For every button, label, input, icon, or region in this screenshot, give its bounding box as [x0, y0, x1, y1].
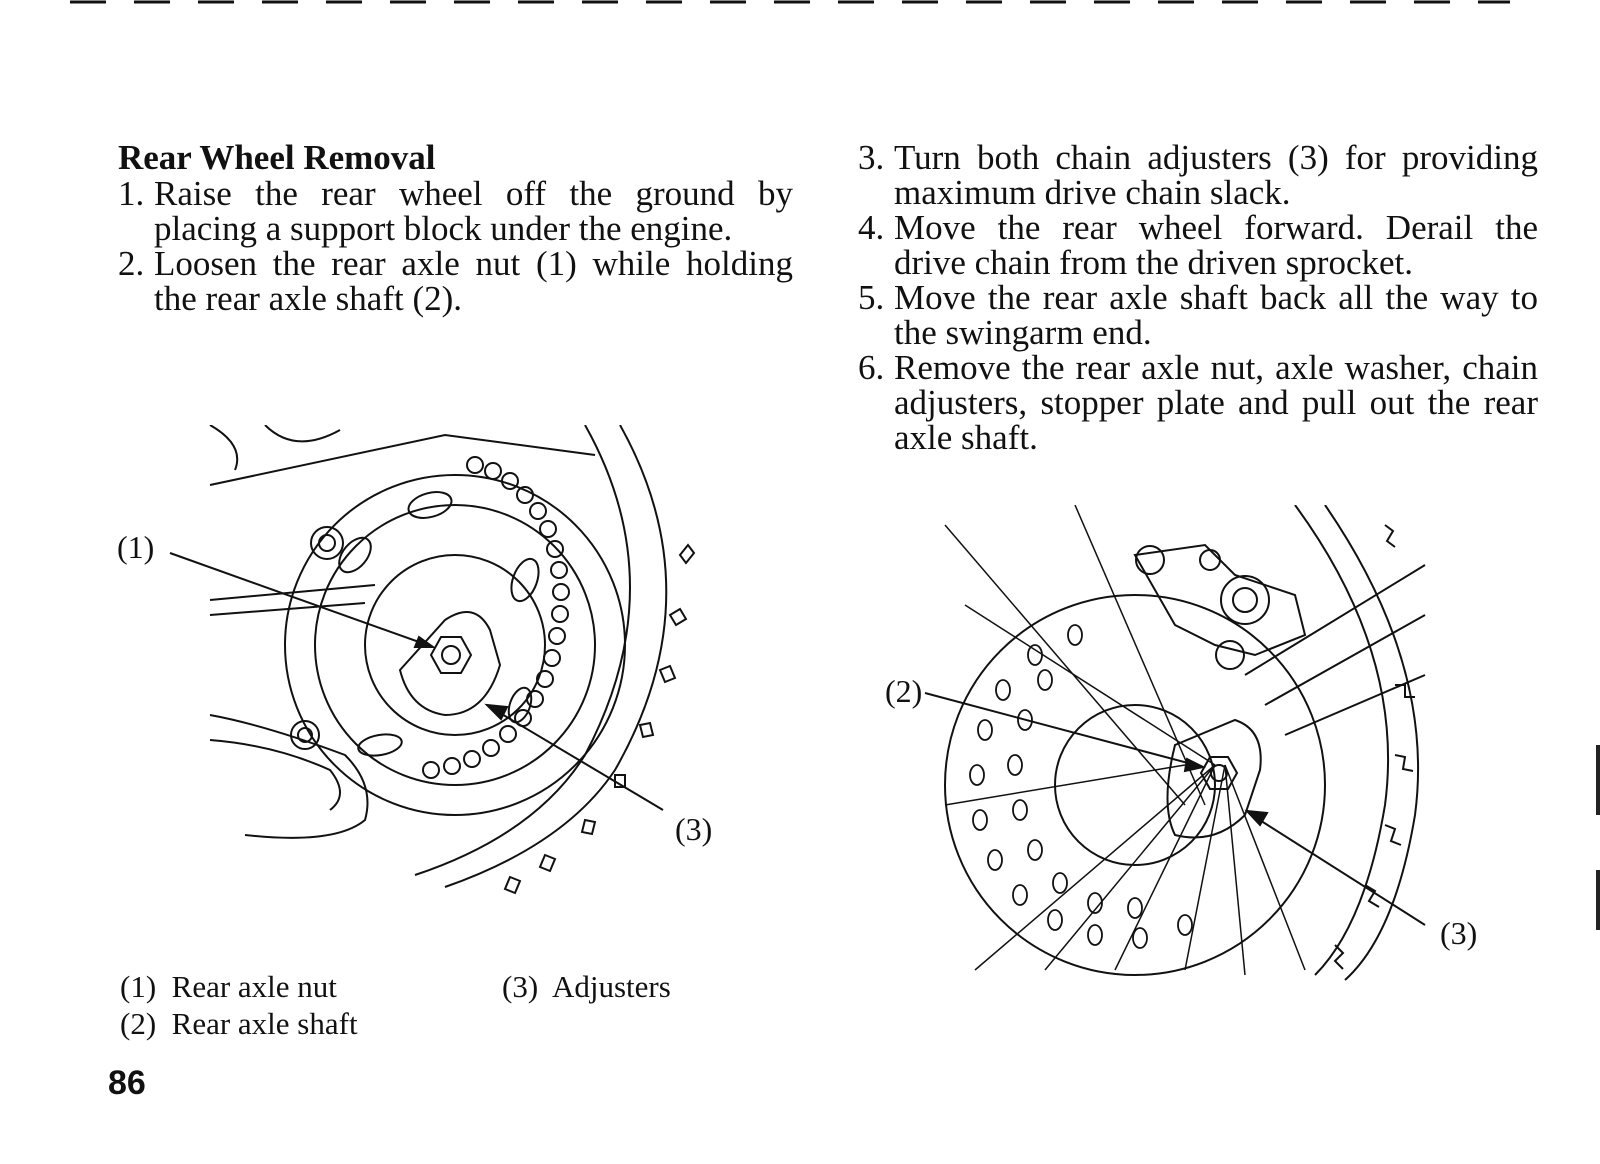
- step-item: 2. Loosen the rear axle nut (1) while ho…: [118, 246, 793, 316]
- step-item: 6. Remove the rear axle nut, axle washer…: [858, 350, 1538, 455]
- caption-row: (1) Rear axle nut (3) Adjusters: [120, 968, 740, 1005]
- step-number: 6.: [858, 348, 885, 387]
- brake-side-drawing: [924, 504, 1426, 981]
- section-heading: Rear Wheel Removal: [118, 138, 436, 177]
- step-item: 5. Move the rear axle shaft back all the…: [858, 280, 1538, 350]
- figure-caption: (1) Rear axle nut (3) Adjusters (2) Rear…: [120, 968, 740, 1042]
- caption-number: (1): [120, 969, 157, 1004]
- edge-mark: [1596, 870, 1600, 930]
- caption-item: (1) Rear axle nut: [120, 968, 337, 1005]
- caption-number: (3): [502, 969, 539, 1004]
- caption-item: (2) Rear axle shaft: [120, 1005, 358, 1042]
- step-number: 4.: [858, 208, 885, 247]
- step-text: Move the rear axle shaft back all the wa…: [894, 278, 1538, 352]
- steps-list-right: 3. Turn both chain adjusters (3) for pro…: [858, 140, 1538, 455]
- rear-axle-illustration: (1) (3): [115, 424, 735, 895]
- right-column: 3. Turn both chain adjusters (3) for pro…: [858, 140, 1538, 455]
- left-column: Rear Wheel Removal 1. Raise the rear whe…: [118, 138, 793, 317]
- step-item: 1. Raise the rear wheel off the ground b…: [118, 176, 793, 246]
- caption-row: (2) Rear axle shaft: [120, 1005, 740, 1042]
- step-text: Move the rear wheel forward. Derail the …: [894, 208, 1538, 282]
- step-text: Turn both chain adjusters (3) for provid…: [894, 138, 1538, 212]
- caption-item: (3) Adjusters: [502, 968, 671, 1005]
- callout-3-label: (3): [1440, 915, 1478, 951]
- step-text: Remove the rear axle nut, axle washer, c…: [894, 348, 1538, 457]
- step-text: Loosen the rear axle nut (1) while holdi…: [154, 244, 793, 318]
- top-border-rule: [70, 0, 1510, 4]
- caption-label: Rear axle shaft: [171, 1006, 358, 1041]
- step-number: 1.: [118, 174, 145, 213]
- step-number: 5.: [858, 278, 885, 317]
- step-text: Raise the rear wheel off the ground by p…: [154, 174, 793, 248]
- step-item: 4. Move the rear wheel forward. Derail t…: [858, 210, 1538, 280]
- step-item: 3. Turn both chain adjusters (3) for pro…: [858, 140, 1538, 210]
- caption-label: Adjusters: [551, 969, 671, 1004]
- steps-list-left: 1. Raise the rear wheel off the ground b…: [118, 176, 793, 316]
- step-number: 3.: [858, 138, 885, 177]
- rear-axle-drawing: [169, 424, 696, 895]
- brake-side-illustration: (2) (3): [885, 504, 1560, 985]
- page-number: 86: [108, 1064, 146, 1102]
- callout-1-label: (1): [117, 529, 155, 565]
- edge-mark: [1596, 745, 1600, 815]
- caption-label: Rear axle nut: [171, 969, 337, 1004]
- step-number: 2.: [118, 244, 145, 283]
- callout-3-label: (3): [675, 811, 713, 847]
- callout-2-label: (2): [885, 673, 923, 709]
- caption-number: (2): [120, 1006, 157, 1041]
